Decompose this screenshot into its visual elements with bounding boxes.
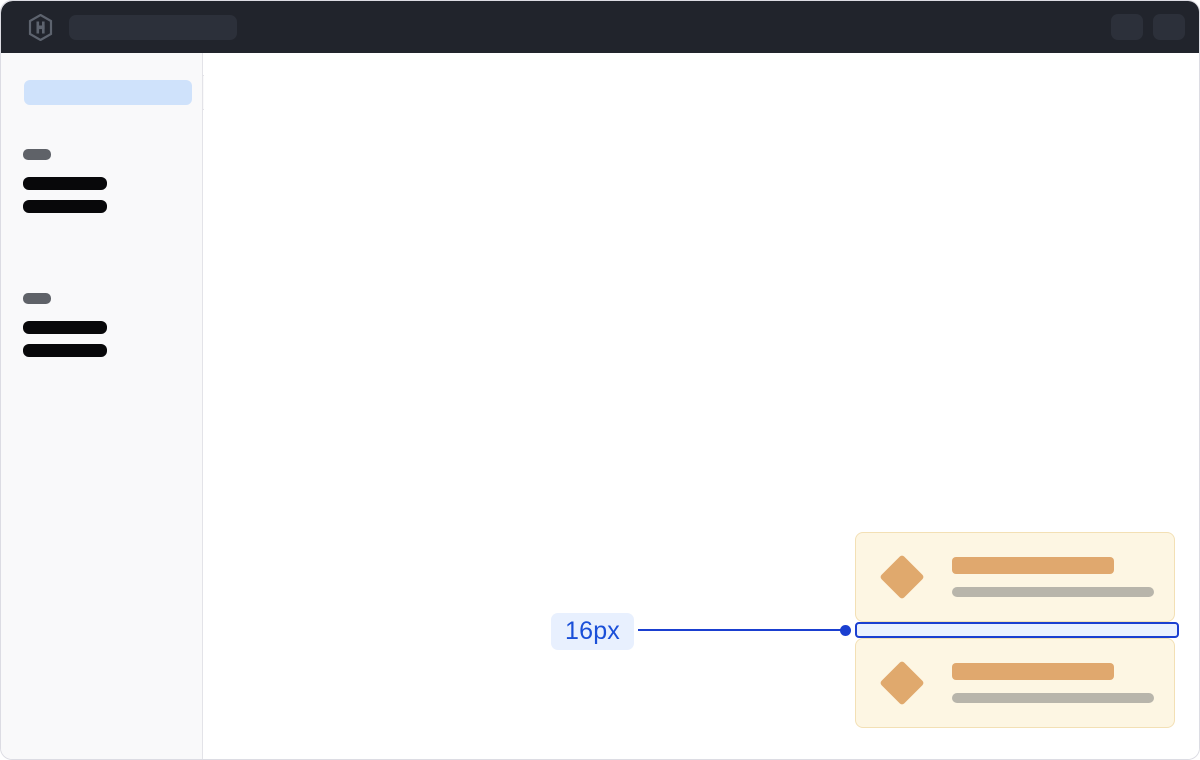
card-text-lines xyxy=(952,557,1154,597)
gap-measurement-highlight xyxy=(855,622,1179,638)
sidebar-selected-item[interactable] xyxy=(24,80,192,105)
info-card-bottom[interactable] xyxy=(855,638,1175,728)
card-title-placeholder xyxy=(952,663,1114,680)
sidebar-group-1 xyxy=(23,149,107,223)
sidebar-group-1-item-1[interactable] xyxy=(23,177,107,190)
cards-stack xyxy=(855,532,1175,728)
top-bar xyxy=(1,1,1199,53)
sidebar-group-2-label xyxy=(23,293,51,304)
topbar-chip-2[interactable] xyxy=(1153,14,1185,40)
card-subtitle-placeholder xyxy=(952,693,1154,703)
measurement-anchor-dot xyxy=(840,625,851,636)
diamond-icon xyxy=(879,660,925,706)
body-region: 16px xyxy=(1,53,1199,759)
search-input[interactable] xyxy=(69,15,237,40)
measurement-value-badge: 16px xyxy=(551,613,634,650)
card-subtitle-placeholder xyxy=(952,587,1154,597)
topbar-actions xyxy=(1111,14,1185,40)
diamond-icon xyxy=(879,554,925,600)
measurement-leader-line xyxy=(638,629,844,631)
sidebar-group-2 xyxy=(23,293,107,367)
card-text-lines xyxy=(952,663,1154,703)
sidebar xyxy=(1,53,203,759)
sidebar-group-1-item-2[interactable] xyxy=(23,200,107,213)
card-title-placeholder xyxy=(952,557,1114,574)
topbar-chip-1[interactable] xyxy=(1111,14,1143,40)
sidebar-group-2-item-1[interactable] xyxy=(23,321,107,334)
sidebar-group-1-label xyxy=(23,149,51,160)
main-canvas: 16px xyxy=(204,53,1199,759)
info-card-top[interactable] xyxy=(855,532,1175,622)
sidebar-group-2-item-2[interactable] xyxy=(23,344,107,357)
hashicorp-hexagon-logo-icon[interactable] xyxy=(27,13,54,42)
